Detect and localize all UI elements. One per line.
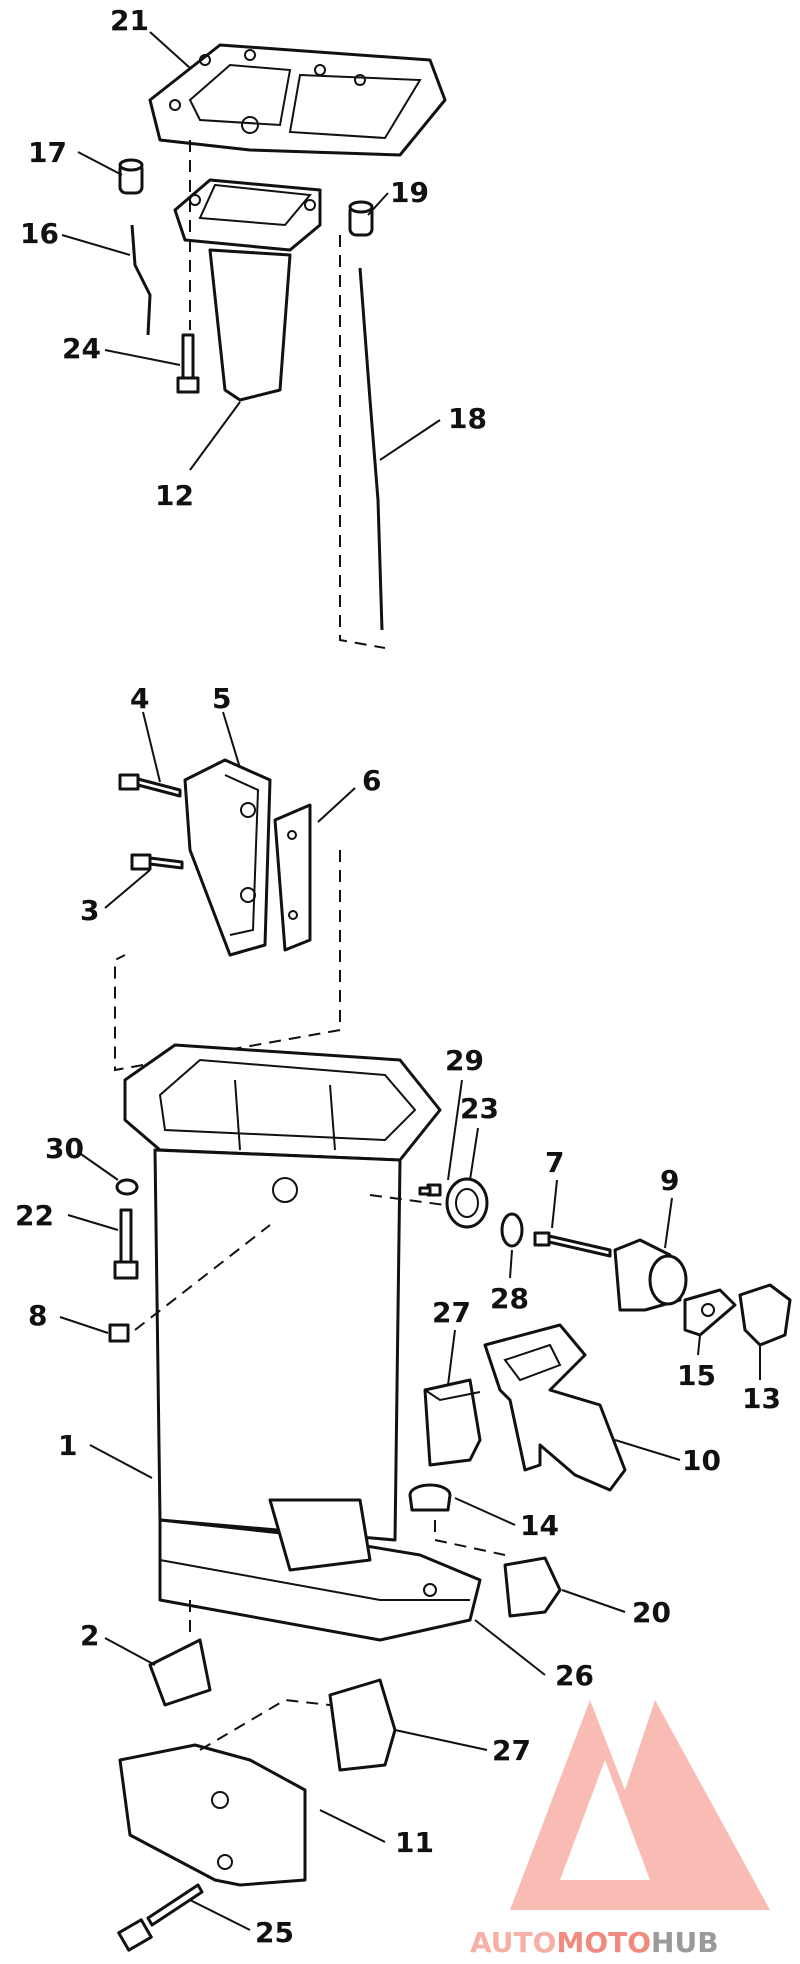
label-15: 15 [677, 1359, 716, 1392]
svg-text:AUTOMOTOHUB: AUTOMOTOHUB [470, 1926, 719, 1959]
label-6: 6 [362, 764, 381, 797]
part-12-exhaust-housing [173, 178, 322, 402]
watermark-text-auto: AUTO [470, 1926, 556, 1959]
part-23-plug [445, 1177, 489, 1229]
label-16: 16 [20, 217, 59, 250]
part-19-grommet [348, 200, 374, 237]
part-1-driveshaft-housing [123, 1043, 482, 1642]
automotohub-watermark: AUTOMOTOHUB [470, 1700, 770, 1959]
part-20-rubber-mount [503, 1556, 562, 1618]
label-25: 25 [255, 1916, 294, 1949]
part-27-rubber-mount [423, 1378, 482, 1467]
label-14: 14 [520, 1509, 559, 1542]
label-23: 23 [460, 1092, 499, 1125]
label-3: 3 [80, 894, 99, 927]
alignment-line [339, 235, 386, 649]
label-2: 2 [80, 1619, 99, 1652]
alignment-line [199, 1698, 331, 1751]
label-27-lower: 27 [492, 1734, 531, 1767]
label-5: 5 [212, 682, 231, 715]
alignment-line [434, 1520, 506, 1556]
label-26: 26 [555, 1659, 594, 1692]
part-17-grommet [118, 158, 144, 195]
part-16-tube [130, 224, 152, 336]
label-27: 27 [432, 1296, 471, 1329]
label-11: 11 [395, 1826, 434, 1859]
label-9: 9 [660, 1164, 679, 1197]
watermark-text-hub: HUB [651, 1926, 719, 1959]
part-28-o-ring [500, 1212, 524, 1248]
part-22-bolt [113, 1208, 139, 1280]
part-14-grommet [408, 1483, 452, 1512]
part-3-screw [130, 853, 184, 871]
label-30: 30 [45, 1132, 84, 1165]
label-12: 12 [155, 479, 194, 512]
leader-lines [59, 31, 761, 1931]
part-24-bolt [176, 333, 200, 394]
label-10: 10 [682, 1444, 721, 1477]
part-7-bolt [533, 1231, 612, 1258]
part-21-gasket [148, 43, 447, 157]
part-8-screw [108, 1323, 130, 1343]
part-29-screw [418, 1183, 442, 1197]
part-5-cover [183, 758, 272, 957]
label-29: 29 [445, 1044, 484, 1077]
alignment-line [114, 850, 341, 1072]
part-4-screw [118, 773, 182, 798]
label-19: 19 [390, 176, 429, 209]
part-15-plate [683, 1288, 737, 1337]
part-18-water-tube [358, 267, 384, 631]
label-4: 4 [130, 682, 149, 715]
part-27-rubber-mount-lower [328, 1678, 397, 1772]
alignment-line [369, 1194, 446, 1206]
label-13: 13 [742, 1382, 781, 1415]
part-6-gasket [273, 803, 312, 952]
part-30-washer [115, 1178, 139, 1196]
label-28: 28 [490, 1282, 529, 1315]
part-9-bracket [613, 1238, 688, 1312]
label-7: 7 [545, 1146, 564, 1179]
label-22: 22 [15, 1199, 54, 1232]
part-11-lower-cover [118, 1743, 307, 1887]
part-2-bracket [148, 1638, 212, 1707]
alignment-line [134, 1224, 271, 1331]
label-20: 20 [632, 1596, 671, 1629]
label-17: 17 [28, 136, 67, 169]
part-13-clip [738, 1283, 792, 1347]
watermark-triangle-logo [510, 1700, 770, 1910]
label-8: 8 [28, 1299, 47, 1332]
part-10-lower-mount-bracket [483, 1323, 627, 1492]
label-18: 18 [448, 402, 487, 435]
watermark-text-moto: MOTO [556, 1926, 651, 1959]
label-24: 24 [62, 332, 101, 365]
part-labels: 21 17 19 16 24 12 18 4 5 6 3 29 23 7 9 3… [15, 4, 781, 1949]
label-1: 1 [58, 1429, 77, 1462]
label-21: 21 [110, 4, 149, 37]
part-25-bolt [117, 1883, 204, 1952]
